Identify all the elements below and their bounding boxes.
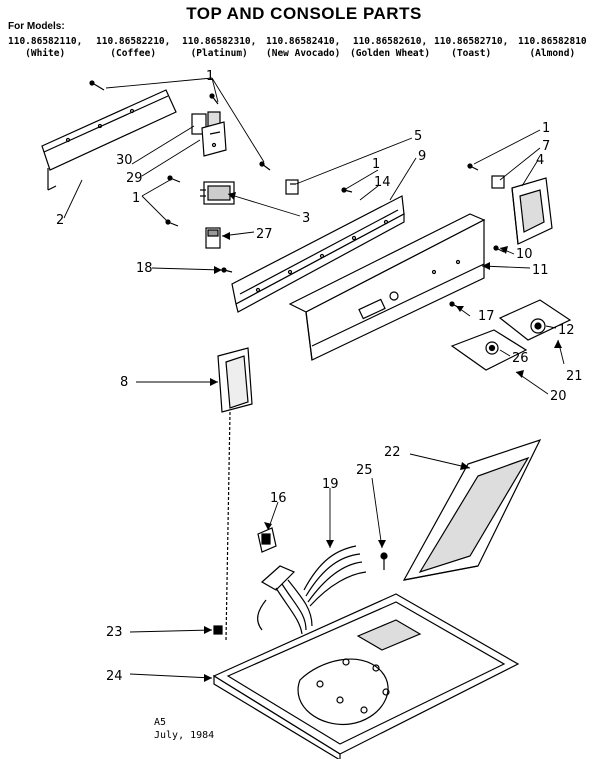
callout-7: 7 [542, 139, 550, 154]
model-number: 110.86582610, [352, 36, 428, 47]
model-almond: 110.86582810 (Almond) [518, 36, 587, 60]
model-number: 110.86582110, [8, 36, 83, 47]
callout-numbers: 1 2 30 29 1 3 27 18 5 1 14 9 1 7 4 10 11… [56, 69, 583, 684]
model-white: 110.86582110, (White) [8, 36, 82, 60]
part-25-screw [380, 552, 388, 570]
callout-24: 24 [106, 669, 123, 684]
callout-3: 3 [302, 211, 310, 226]
callout-16: 16 [270, 491, 287, 506]
model-coffee: 110.86582210, (Coffee) [96, 36, 170, 60]
callout-11: 11 [532, 263, 549, 278]
part-24-top-panel [212, 593, 520, 759]
callout-22: 22 [384, 445, 401, 460]
part-4-end-cap [511, 177, 553, 245]
callout-17: 17 [478, 309, 495, 324]
callout-10: 10 [516, 247, 533, 262]
model-color: (Toast) [451, 48, 492, 59]
callout-21: 21 [566, 369, 583, 384]
callout-18: 18 [136, 261, 153, 276]
model-color: (Almond) [529, 48, 576, 59]
callout-8: 8 [120, 375, 128, 390]
part-11-console [288, 213, 486, 361]
part-3-switch [200, 181, 235, 205]
model-color: (Golden Wheat) [350, 48, 431, 59]
callout-27: 27 [256, 227, 273, 242]
for-models-label: For Models: [8, 21, 65, 32]
part-27-clip [205, 227, 221, 249]
model-number: 110.86582810 [518, 36, 587, 47]
part-2-bracket [41, 89, 177, 191]
callout-1: 1 [132, 191, 140, 206]
model-golden-wheat: 110.86582610, (Golden Wheat) [350, 36, 430, 60]
model-number: 110.86582710, [434, 36, 509, 47]
callout-12: 12 [558, 323, 575, 338]
footer: A5 July, 1984 [154, 716, 214, 742]
model-color: (New Avocado) [266, 48, 341, 59]
part-19-harness [257, 545, 367, 635]
part-16-clip [257, 527, 277, 553]
model-toast: 110.86582710, (Toast) [434, 36, 508, 60]
model-number: 110.86582410, [266, 36, 341, 47]
callout-30: 30 [116, 153, 133, 168]
callout-1: 1 [206, 69, 214, 84]
callout-14: 14 [374, 175, 391, 190]
callout-1: 1 [372, 157, 380, 172]
callout-1: 1 [542, 121, 550, 136]
part-20-knob-plate [450, 329, 528, 371]
model-color: (Coffee) [110, 48, 157, 59]
leader-lines [63, 77, 565, 679]
model-number: 110.86582210, [96, 36, 171, 47]
model-color: (White) [25, 48, 66, 59]
callout-4: 4 [536, 153, 544, 168]
model-new-avocado: 110.86582410, (New Avocado) [266, 36, 340, 60]
model-number: 110.86582310, [182, 36, 257, 47]
page-title: TOP AND CONSOLE PARTS [186, 4, 422, 23]
part-21-knob-plate [498, 299, 572, 341]
model-platinum: 110.86582310, (Platinum) [182, 36, 256, 60]
arrowheads [204, 192, 562, 682]
callout-29: 29 [126, 171, 143, 186]
screws [89, 80, 505, 309]
callout-26: 26 [512, 351, 529, 366]
footer-code: A5 [154, 717, 167, 728]
callout-2: 2 [56, 213, 64, 228]
callout-19: 19 [322, 477, 339, 492]
callout-5: 5 [414, 129, 422, 144]
callout-25: 25 [356, 463, 373, 478]
part-29-30-clip [191, 111, 227, 157]
callout-23: 23 [106, 625, 123, 640]
callout-20: 20 [550, 389, 567, 404]
part-5-bracket [285, 179, 299, 195]
part-9-rail [231, 195, 405, 313]
footer-date: July, 1984 [154, 730, 215, 741]
model-color: (Platinum) [190, 48, 248, 59]
part-22-lid [402, 438, 542, 581]
callout-9: 9 [418, 149, 426, 164]
part-8-bracket [217, 347, 253, 641]
part-23-clip [213, 625, 223, 635]
